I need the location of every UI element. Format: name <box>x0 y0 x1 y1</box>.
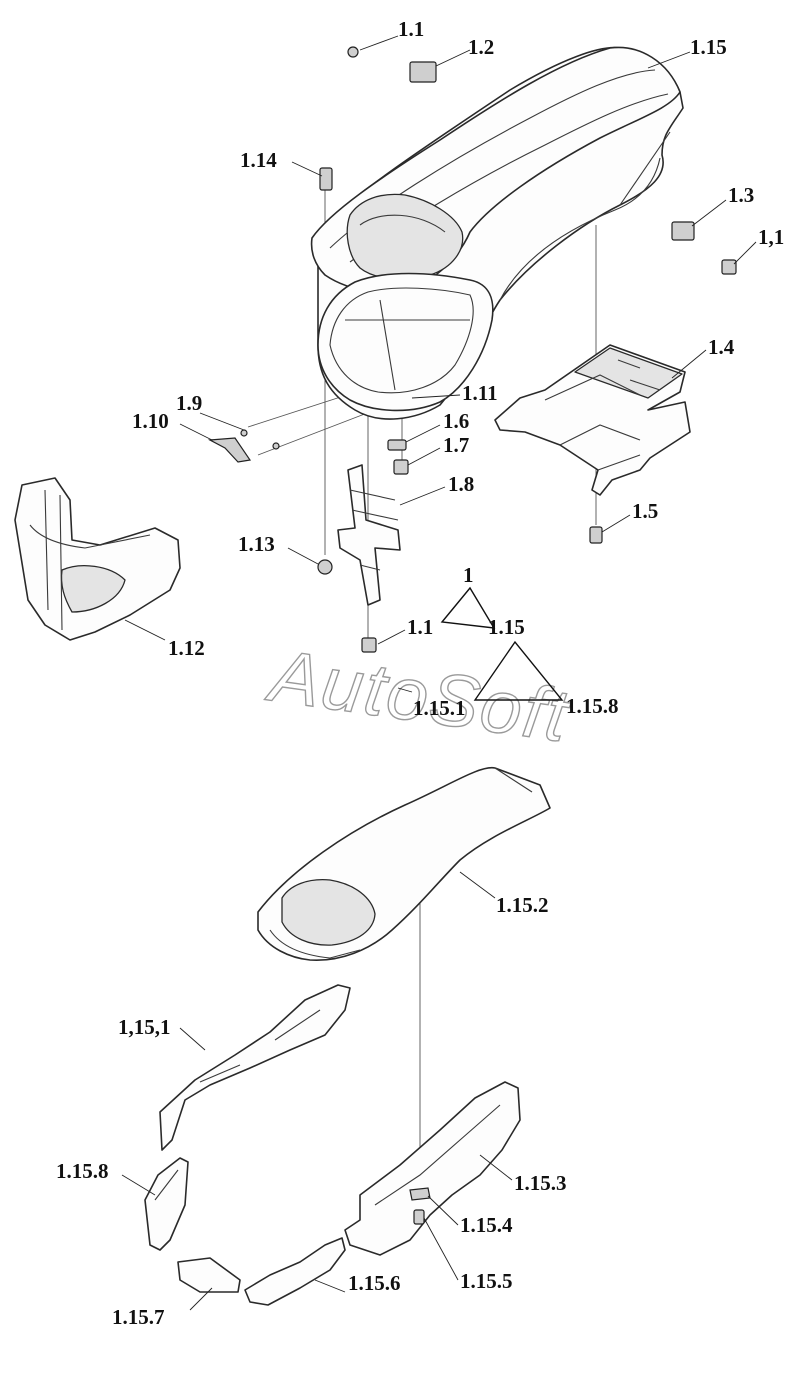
callout-1-1-right: 1,1 <box>758 225 784 249</box>
front-panel-1-12 <box>14 477 181 641</box>
lower-fender-1-15-3 <box>344 1081 521 1256</box>
bracket-1-4 <box>494 344 691 496</box>
hierarchy-child-1-15: 1.15 <box>488 615 525 639</box>
callout-1-1-top: 1.1 <box>398 17 424 41</box>
bracket-1-8 <box>337 464 401 606</box>
callout-1-14: 1.14 <box>240 148 277 172</box>
hierarchy-triangles <box>440 586 564 701</box>
callout-1-10: 1.10 <box>132 409 169 433</box>
panel-1-15-8 <box>144 1157 189 1251</box>
hierarchy-sub-1-15-1: 1.15.1 <box>413 696 466 720</box>
callout-1-15-8-low: 1.15.8 <box>56 1159 109 1183</box>
callout-1-15-5: 1.15.5 <box>460 1269 513 1293</box>
callout-1-15-3: 1.15.3 <box>514 1171 567 1195</box>
fasteners <box>207 46 737 1225</box>
callout-1-15-2: 1.15.2 <box>496 893 549 917</box>
hierarchy-root: 1 <box>463 563 474 587</box>
panel-1-15-6 <box>244 1237 346 1306</box>
callout-1-15-4: 1.15.4 <box>460 1213 513 1237</box>
callout-1-6: 1.6 <box>443 409 469 433</box>
callout-1-8: 1.8 <box>448 472 474 496</box>
callout-1-4: 1.4 <box>708 335 735 359</box>
callout-1-5: 1.5 <box>632 499 658 523</box>
callout-1-13: 1.13 <box>238 532 275 556</box>
hierarchy-child-1-1: 1.1 <box>407 615 433 639</box>
callout-1-15-top: 1.15 <box>690 35 727 59</box>
callout-1-15-6: 1.15.6 <box>348 1271 401 1295</box>
callout-labels: 1.1 1.2 1.15 1.14 1.3 1,1 1.4 1.9 1.10 1… <box>56 17 784 1329</box>
side-trim-1-15-1 <box>159 984 351 1151</box>
hierarchy-sub-1-15-8: 1.15.8 <box>566 694 619 718</box>
callout-1-15-1-low: 1,15,1 <box>118 1015 171 1039</box>
callout-1-11: 1.11 <box>462 381 498 405</box>
callout-1-7: 1.7 <box>443 433 469 457</box>
leader-lines <box>121 35 757 1311</box>
fender-assembly-1-15 <box>310 46 684 420</box>
callout-1-2: 1.2 <box>468 35 494 59</box>
callout-1-15-7: 1.15.7 <box>112 1305 165 1329</box>
upper-shell-1-15-2 <box>257 766 551 961</box>
callout-1-9: 1.9 <box>176 391 202 415</box>
callout-1-12: 1.12 <box>168 636 205 660</box>
callout-1-3: 1.3 <box>728 183 754 207</box>
panel-1-15-7 <box>177 1257 241 1293</box>
